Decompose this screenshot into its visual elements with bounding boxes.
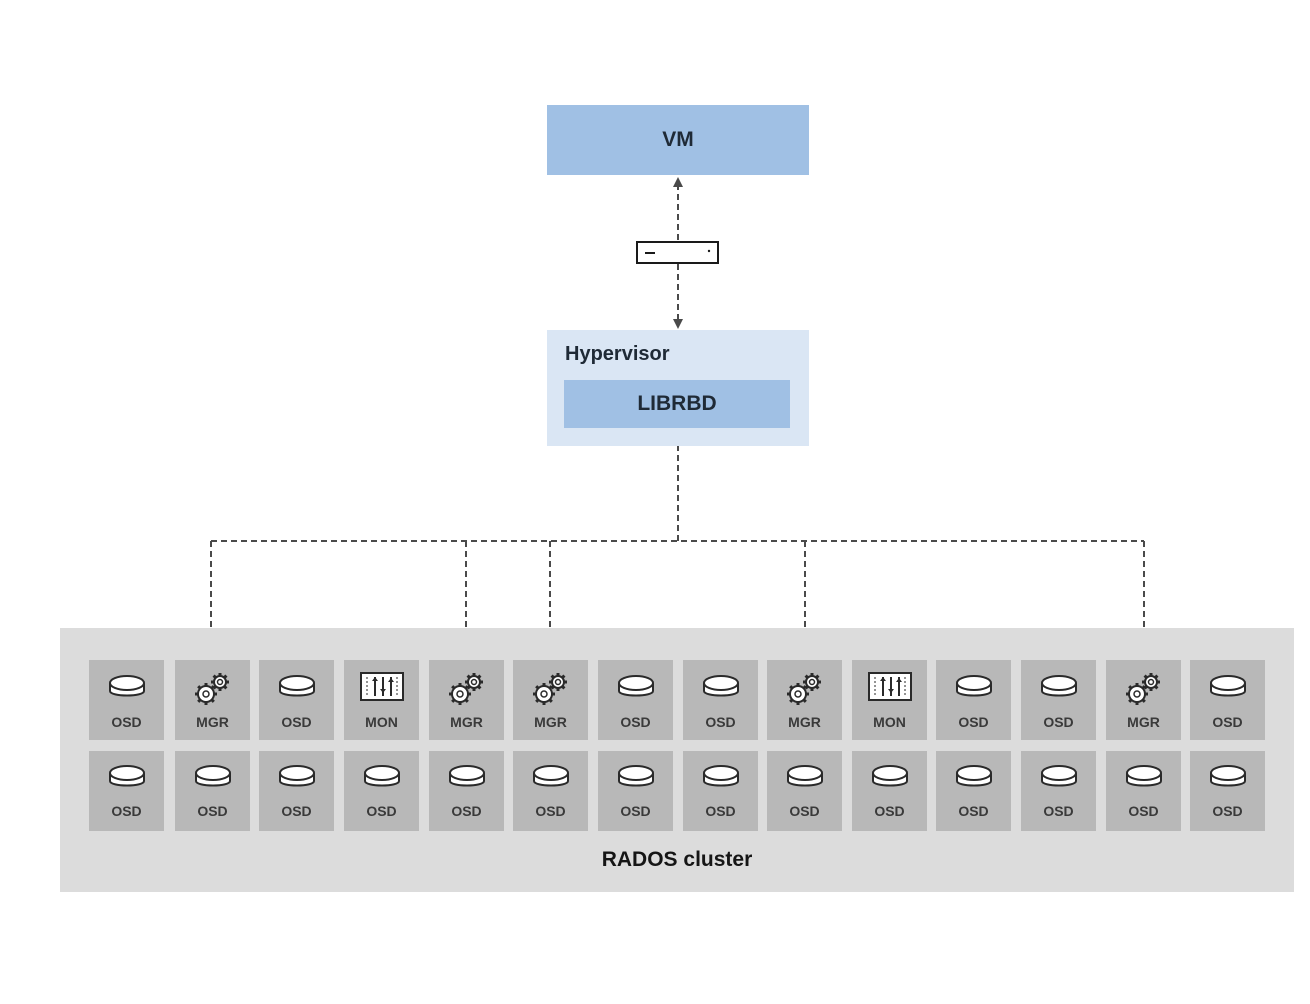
cluster-node-mon: MON [344,660,419,740]
node-label: MON [873,714,906,730]
monitor-sliders-icon [359,672,404,709]
disk-icon [1208,762,1248,799]
cluster-node-mgr: MGR [767,660,842,740]
node-label: MGR [788,714,821,730]
cluster-node-mgr: MGR [1106,660,1181,740]
disk-icon [107,762,147,799]
cluster-node-osd: OSD [683,751,758,831]
disk-icon [107,672,147,709]
cluster-node-osd: OSD [1021,660,1096,740]
node-label: MON [365,714,398,730]
node-label: OSD [620,803,651,819]
cluster-node-osd: OSD [259,660,334,740]
node-label: OSD [705,714,736,730]
librbd-box: LIBRBD [564,380,790,428]
node-label: OSD [1043,714,1074,730]
cluster-node-osd: OSD [598,751,673,831]
cluster-node-osd: OSD [1190,660,1265,740]
hypervisor-label: Hypervisor [565,343,670,365]
librbd-label: LIBRBD [637,392,717,415]
cluster-node-osd: OSD [1190,751,1265,831]
disk-icon [362,762,402,799]
network-device-icon [636,241,719,264]
node-label: OSD [1043,803,1074,819]
cluster-node-osd: OSD [1021,751,1096,831]
node-label: OSD [451,803,482,819]
cluster-node-osd: OSD [683,660,758,740]
disk-icon [277,762,317,799]
gears-icon [529,672,573,711]
node-label: OSD [1128,803,1159,819]
node-label: OSD [535,803,566,819]
disk-icon [531,762,571,799]
disk-icon [1124,762,1164,799]
disk-icon [1039,762,1079,799]
disk-icon [447,762,487,799]
monitor-sliders-icon [867,672,912,709]
disk-icon [954,762,994,799]
disk-icon [701,762,741,799]
cluster-label: RADOS cluster [601,848,753,871]
rados-cluster: OSD MGR OSD MON MGR MGR OSD OSD MGR MON OSD OSD MGR O… [60,628,1294,892]
node-label: OSD [111,803,142,819]
node-label: MGR [450,714,483,730]
cluster-node-osd: OSD [89,660,164,740]
cluster-node-mon: MON [852,660,927,740]
disk-icon [277,672,317,709]
node-label: OSD [789,803,820,819]
node-label: OSD [281,803,312,819]
cluster-node-osd: OSD [936,751,1011,831]
gears-icon [191,672,235,711]
node-label: OSD [874,803,905,819]
node-label: OSD [1212,714,1243,730]
gears-icon [783,672,827,711]
cluster-node-osd: OSD [767,751,842,831]
disk-icon [616,672,656,709]
cluster-node-mgr: MGR [429,660,504,740]
gears-icon [445,672,489,711]
disk-icon [785,762,825,799]
disk-icon [954,672,994,709]
node-label: OSD [1212,803,1243,819]
node-label: MGR [196,714,229,730]
disk-icon [616,762,656,799]
node-label: MGR [1127,714,1160,730]
cluster-node-osd: OSD [259,751,334,831]
cluster-node-osd: OSD [175,751,250,831]
cluster-node-mgr: MGR [513,660,588,740]
cluster-node-osd: OSD [429,751,504,831]
gears-icon [1122,672,1166,711]
vm-label: VM [662,128,694,151]
hypervisor-box: Hypervisor LIBRBD [547,330,809,446]
node-label: OSD [281,714,312,730]
node-label: OSD [111,714,142,730]
cluster-node-osd: OSD [89,751,164,831]
cluster-node-osd: OSD [1106,751,1181,831]
cluster-node-osd: OSD [513,751,588,831]
cluster-node-osd: OSD [852,751,927,831]
node-label: OSD [958,714,989,730]
node-label: OSD [366,803,397,819]
cluster-node-osd: OSD [598,660,673,740]
node-label: OSD [197,803,228,819]
cluster-node-osd: OSD [936,660,1011,740]
disk-icon [193,762,233,799]
cluster-node-mgr: MGR [175,660,250,740]
disk-icon [870,762,910,799]
node-label: OSD [705,803,736,819]
node-label: OSD [620,714,651,730]
disk-icon [701,672,741,709]
vm-box: VM [547,105,809,175]
node-label: OSD [958,803,989,819]
node-label: MGR [534,714,567,730]
disk-icon [1208,672,1248,709]
disk-icon [1039,672,1079,709]
cluster-node-osd: OSD [344,751,419,831]
